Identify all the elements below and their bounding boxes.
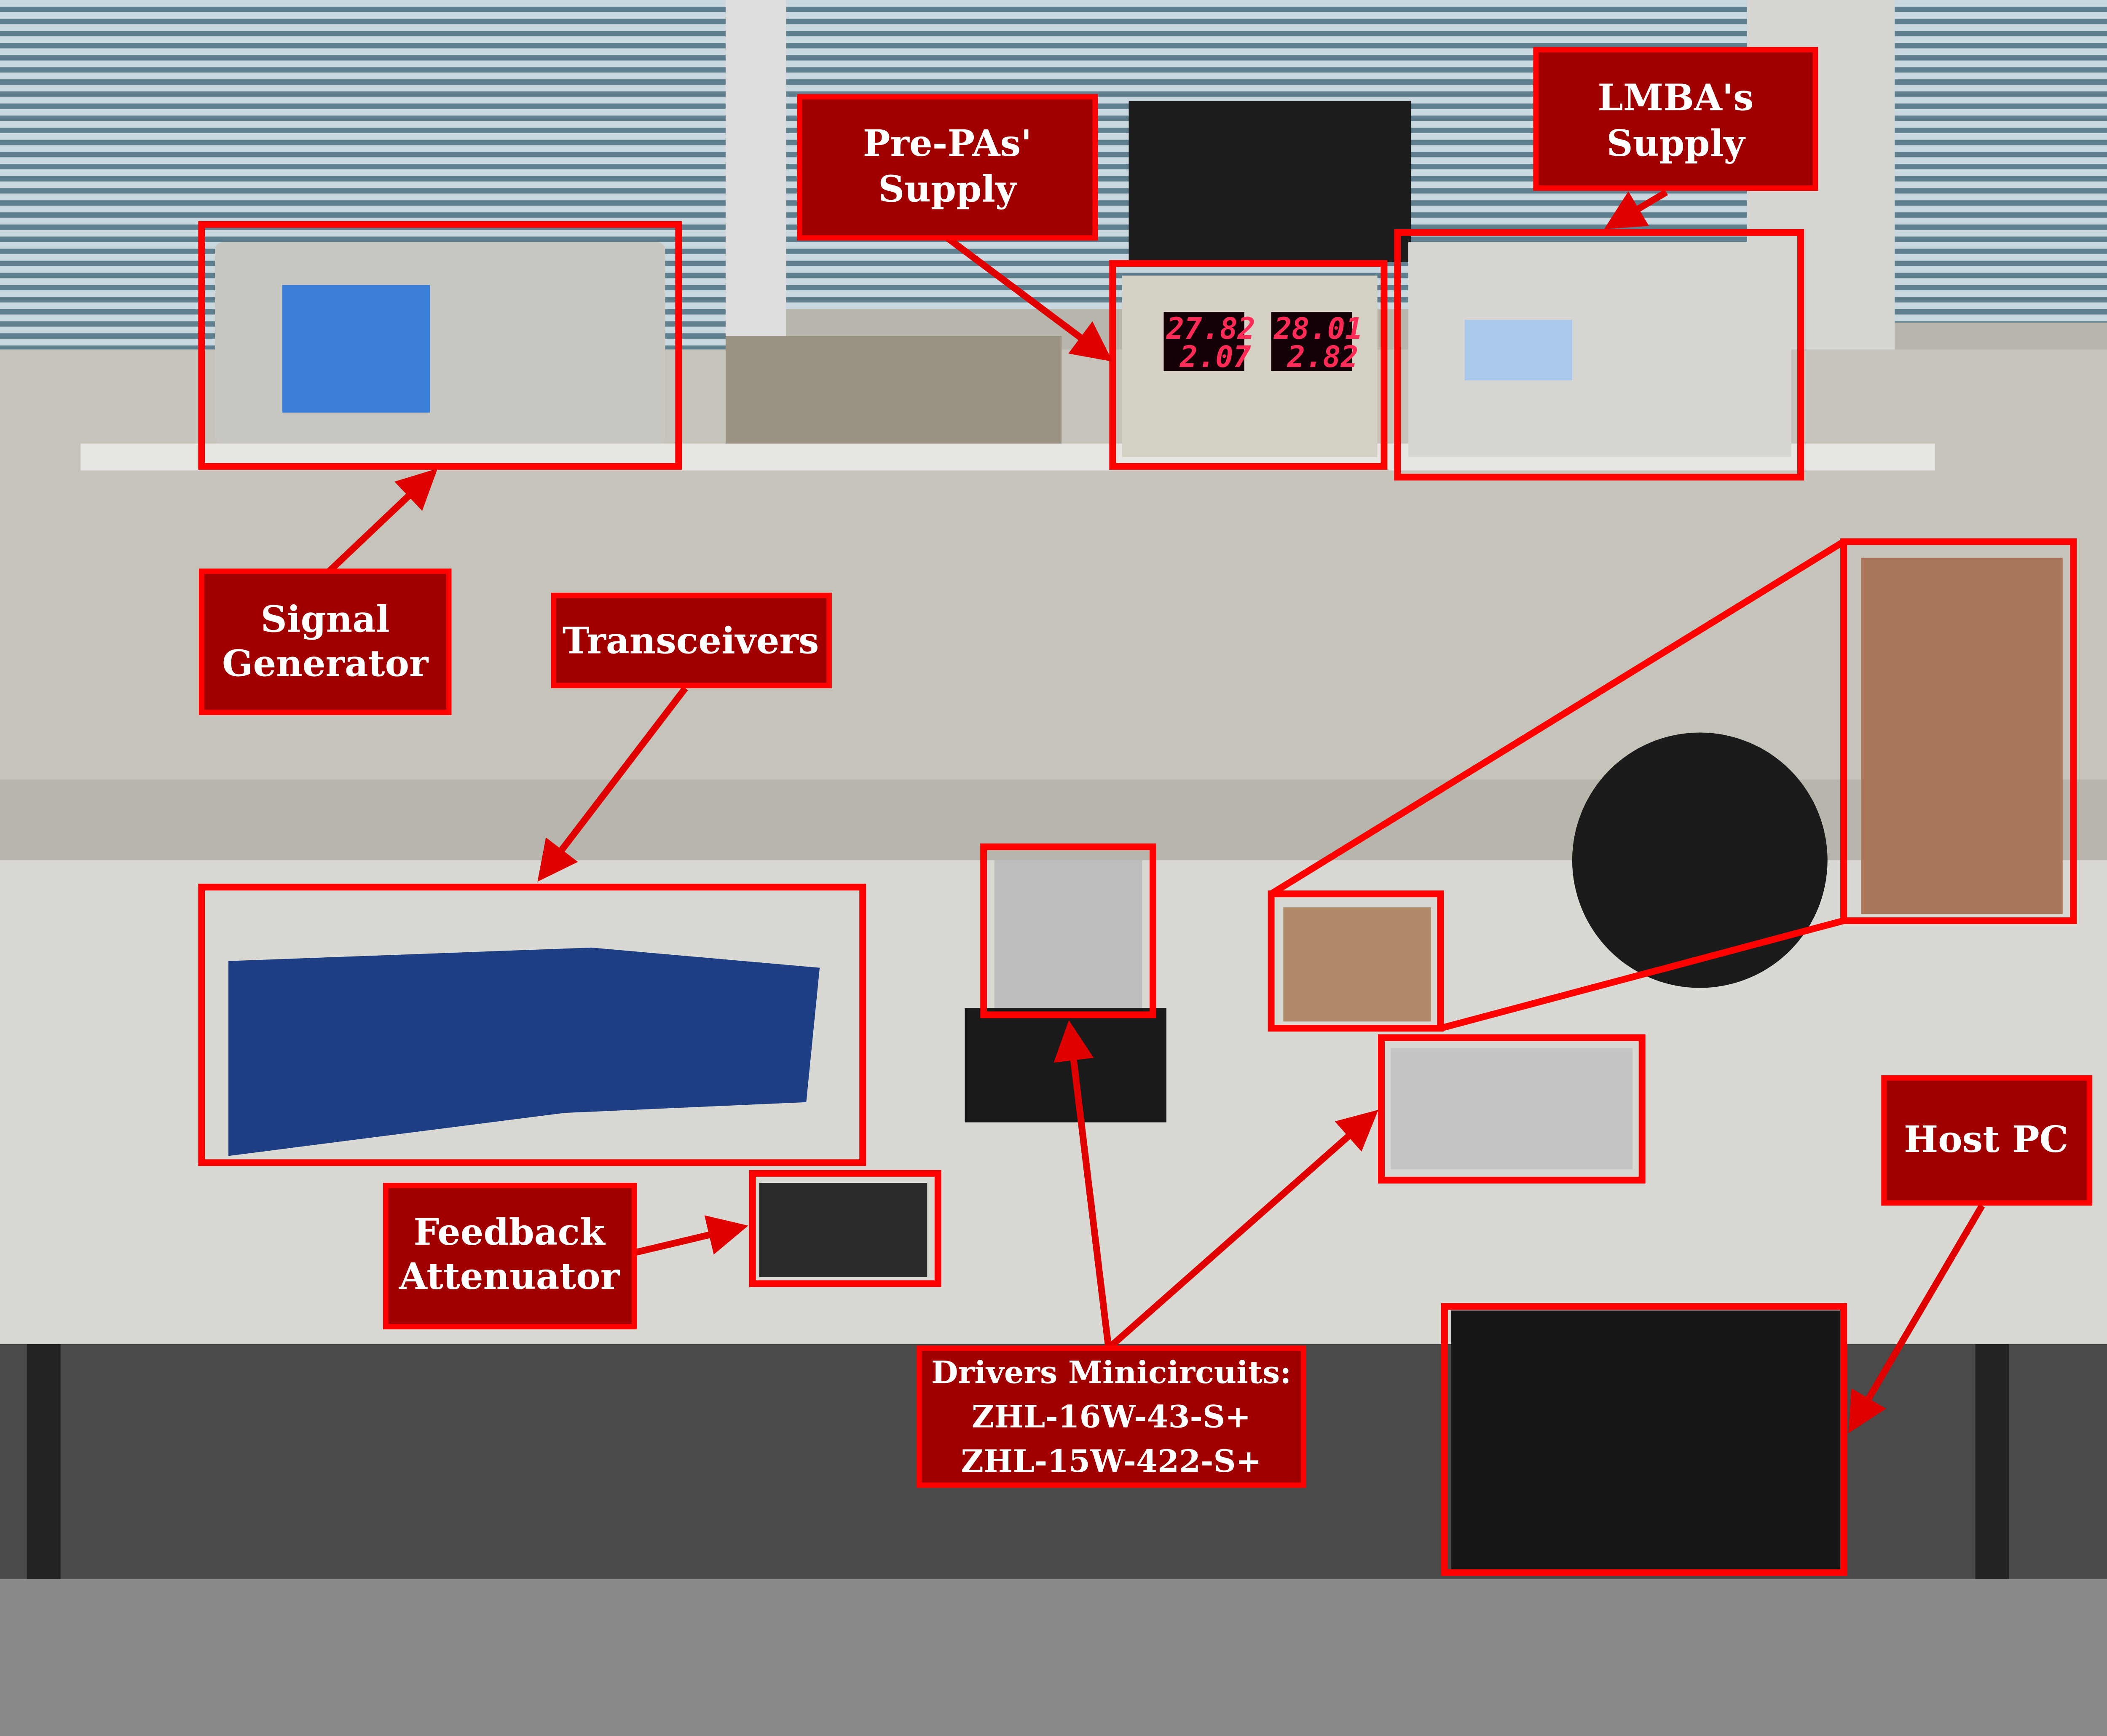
signal-generator-arrow xyxy=(327,468,438,574)
label-host-pc: Host PC xyxy=(1881,1075,2092,1206)
label-text: Attenuator xyxy=(399,1255,620,1298)
label-text: Supply xyxy=(878,168,1018,210)
pre-pa-supply-displays: 27.82 2.07 28.01 2.82 xyxy=(1166,311,1363,374)
label-text: Supply xyxy=(1606,122,1746,165)
label-feedback-attenuator: Feedback Attenuator xyxy=(383,1183,637,1329)
label-signal-generator: Signal Generator xyxy=(198,568,452,715)
inset-connector-line xyxy=(1440,917,1845,1032)
ch1-current-readout: 2.07 xyxy=(1179,340,1251,374)
label-text: Feedback xyxy=(413,1211,606,1254)
inset-connector-line xyxy=(1269,538,1846,897)
feedback-attenuator-highlight xyxy=(749,1170,941,1287)
driver-2-arrow xyxy=(1106,1109,1378,1351)
ch2-current-readout: 2.82 xyxy=(1287,340,1359,374)
lmba-supply-highlight xyxy=(1394,229,1804,481)
label-lmba-supply: LMBA's Supply xyxy=(1533,47,1818,191)
label-transceivers: Transceivers xyxy=(551,592,832,689)
label-text: Host PC xyxy=(1904,1118,2068,1161)
photo-background xyxy=(0,0,2107,1580)
label-text: ZHL-16W-43-S+ xyxy=(972,1399,1251,1435)
feedback-attenuator-arrow xyxy=(633,1215,748,1256)
label-pre-pas-supply: Pre-PAs' Supply xyxy=(796,94,1098,241)
lmba-board-inset xyxy=(1840,538,2077,924)
host-pc-arrow xyxy=(1848,1204,1985,1433)
transceivers-highlight xyxy=(198,884,866,1166)
label-text: Drivers Minicircuits: xyxy=(931,1354,1291,1390)
label-text: Pre-PAs' xyxy=(863,122,1032,165)
signal-generator-highlight xyxy=(198,221,682,470)
pre-pas-arrow xyxy=(945,235,1113,362)
driver-1-highlight xyxy=(980,843,1156,1018)
ch1-voltage-readout: 27.82 xyxy=(1166,311,1255,346)
label-text: Transceivers xyxy=(563,619,819,662)
lmba-board-highlight xyxy=(1268,890,1444,1032)
label-text: ZHL-15W-422-S+ xyxy=(961,1443,1262,1479)
pre-pas-supply-highlight xyxy=(1109,260,1388,470)
label-drivers: Drivers Minicircuits: ZHL-16W-43-S+ ZHL-… xyxy=(916,1345,1306,1488)
host-pc-highlight xyxy=(1441,1303,1847,1576)
label-text: Signal xyxy=(261,598,390,640)
driver-2-highlight xyxy=(1378,1034,1646,1184)
transceivers-arrow xyxy=(537,686,688,882)
annotated-lab-setup-photo: 27.82 2.07 28.01 2.82 Pre-PAs' Supply LM… xyxy=(0,0,2107,1580)
lmba-arrow xyxy=(1604,189,1668,230)
label-text: LMBA's xyxy=(1598,77,1753,119)
driver-1-arrow xyxy=(1054,1020,1112,1349)
label-text: Generator xyxy=(222,643,429,685)
ch2-voltage-readout: 28.01 xyxy=(1273,311,1363,346)
